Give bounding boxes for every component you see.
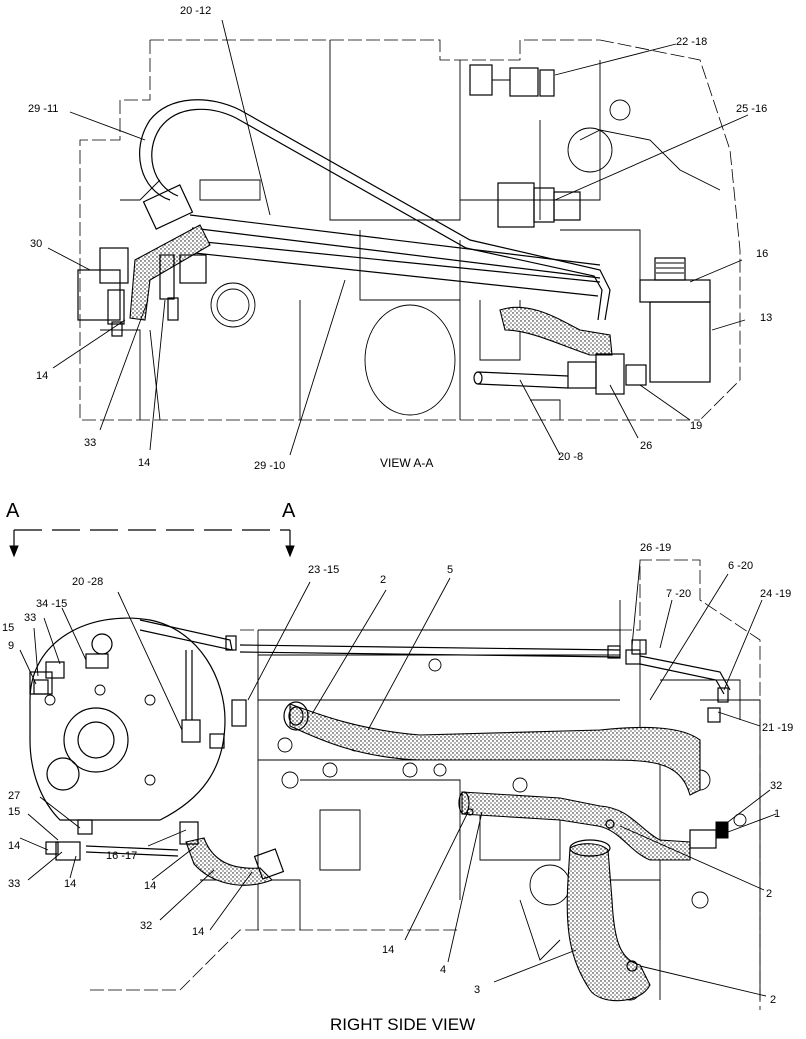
fitting-22-18 xyxy=(469,64,555,97)
engine-outline-bottom xyxy=(90,559,761,1010)
label-19-top: 19 xyxy=(690,420,703,432)
left-fittings xyxy=(29,661,93,861)
label-16: 16 xyxy=(756,248,769,260)
label-34-15: 34 -15 xyxy=(36,598,68,610)
label-15-bottom-a: 15 xyxy=(2,622,15,634)
label-14-bottom-g: 14 xyxy=(382,944,395,956)
hose-4 xyxy=(461,791,691,861)
label-2-bottom-b: 2 xyxy=(766,888,773,900)
fitting-1 xyxy=(689,821,729,849)
label-20-28: 20 -28 xyxy=(72,576,104,588)
label-9: 9 xyxy=(8,640,15,652)
fitting-25-16 xyxy=(497,182,581,228)
label-14-bottom-f: 14 xyxy=(192,926,205,938)
leader-lines-bottom xyxy=(19,561,777,997)
label-30: 30 xyxy=(30,238,43,250)
valve-30 xyxy=(77,184,207,337)
tube-29-10 xyxy=(184,239,601,283)
label-20-12: 20 -12 xyxy=(180,5,212,17)
label-2-bottom-c: 2 xyxy=(770,994,777,1006)
hose-5 xyxy=(289,703,701,796)
label-1: 1 xyxy=(774,808,781,820)
clamp-2-lower xyxy=(626,960,638,972)
tube-29-11 xyxy=(139,99,611,321)
hose-lower-left xyxy=(185,837,273,886)
label-33-top: 33 xyxy=(84,437,97,449)
label-25-16: 25 -16 xyxy=(736,103,768,115)
section-letter-right: A xyxy=(282,500,296,522)
caption-view-a-a: VIEW A-A xyxy=(380,456,434,470)
label-22-18: 22 -18 xyxy=(676,36,708,48)
label-13: 13 xyxy=(760,312,773,324)
label-14-top-b: 14 xyxy=(138,457,151,469)
label-26-top: 26 xyxy=(640,440,653,452)
label-27: 27 xyxy=(8,790,21,802)
label-32-bottom-b: 32 xyxy=(140,920,153,932)
hose-top-left xyxy=(129,224,211,321)
label-26-19: 26 -19 xyxy=(640,542,672,554)
label-32-bottom-a: 32 xyxy=(770,780,783,792)
tube-20-12 xyxy=(189,214,601,266)
label-14-top-a: 14 xyxy=(36,370,49,382)
label-14-bottom-d: 14 xyxy=(64,878,77,890)
label-6-20: 6 -20 xyxy=(728,560,754,572)
label-16-17: 16 -17 xyxy=(106,850,138,862)
label-14-bottom-e: 14 xyxy=(144,880,157,892)
label-7-20: 7 -20 xyxy=(666,588,692,600)
caption-right-side-view: RIGHT SIDE VIEW xyxy=(330,1015,476,1034)
label-21-19: 21 -19 xyxy=(762,722,794,734)
clamp-2-upper xyxy=(605,819,615,829)
engine-outline-top xyxy=(79,39,741,421)
filter-13 xyxy=(639,257,711,383)
label-33-bottom-a: 33 xyxy=(24,612,37,624)
label-15-bottom-b: 15 xyxy=(8,806,21,818)
label-33-bottom-b: 33 xyxy=(8,878,21,890)
label-29-11: 29 -11 xyxy=(28,103,59,115)
label-23-15: 23 -15 xyxy=(308,564,340,576)
tube-29-11-inner xyxy=(151,108,603,321)
label-2-bottom-a: 2 xyxy=(380,574,387,586)
hose-5-clamp xyxy=(283,701,309,731)
label-5: 5 xyxy=(447,564,454,576)
leader-lines-top xyxy=(47,19,749,456)
label-4: 4 xyxy=(440,964,447,976)
hose-3 xyxy=(566,843,651,1002)
label-14-bottom-c: 14 xyxy=(8,840,21,852)
label-3: 3 xyxy=(474,984,481,996)
label-20-8: 20 -8 xyxy=(558,451,584,463)
section-letter-left: A xyxy=(6,500,20,522)
label-29-10: 29 -10 xyxy=(254,460,286,472)
label-24-19: 24 -19 xyxy=(760,588,792,600)
hose-top-right xyxy=(499,306,613,356)
front-housing xyxy=(29,617,237,821)
section-cut-line xyxy=(9,529,295,558)
